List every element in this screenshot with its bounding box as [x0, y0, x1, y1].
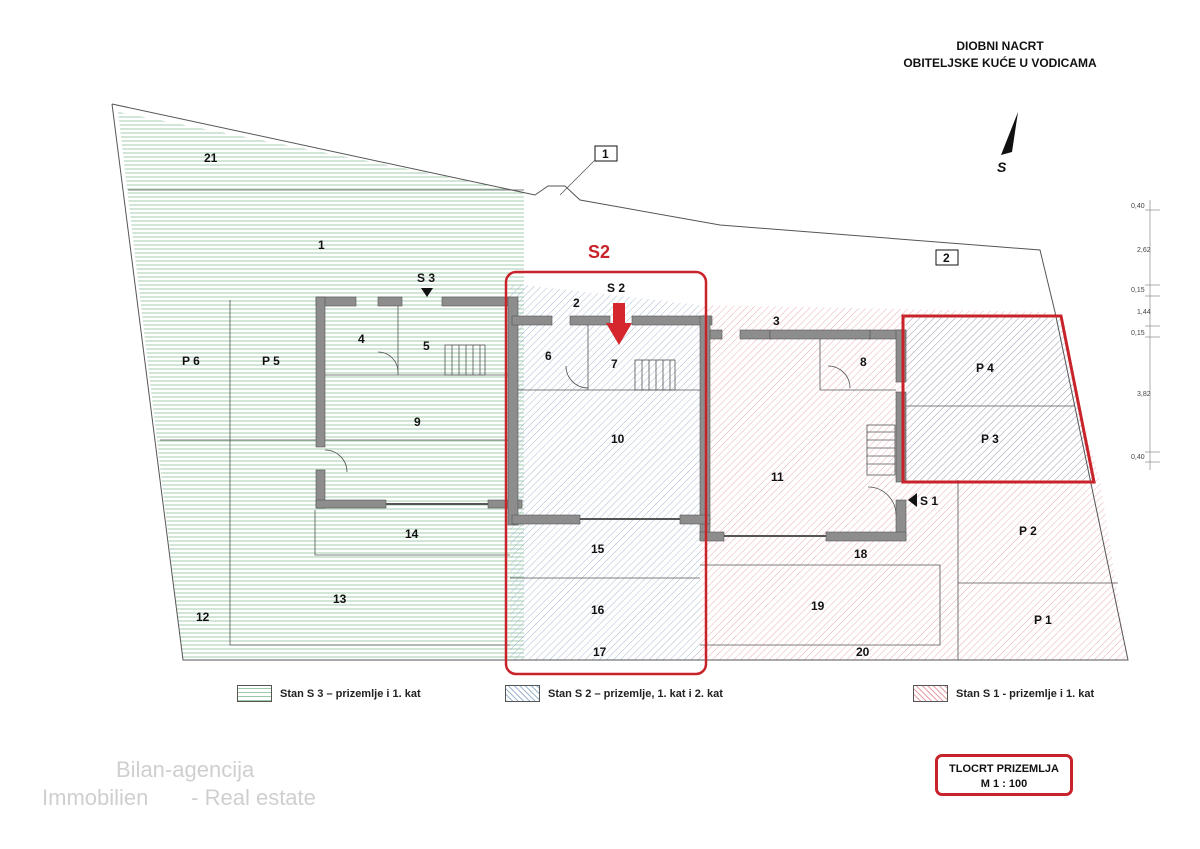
room-11: 11: [771, 470, 784, 484]
dim-2: 0,15: [1131, 287, 1145, 294]
room-1: 1: [318, 238, 325, 252]
watermark-line-2: Immobilien - Real estate: [42, 785, 316, 810]
room-4: 4: [358, 332, 365, 346]
scale-box: TLOCRT PRIZEMLJA M 1 : 100: [935, 754, 1073, 796]
room-14: 14: [405, 527, 419, 541]
p3-p4-highlight-frame: [901, 314, 1096, 484]
room-10: 10: [611, 432, 625, 446]
site-outline: [111, 103, 1129, 661]
room-16: 16: [591, 603, 605, 617]
room-18: 18: [854, 547, 868, 561]
room-21: 21: [204, 151, 218, 165]
watermark-line-1: Bilan-agencija: [116, 757, 255, 782]
scale-ratio: M 1 : 100: [980, 778, 1028, 790]
entrance-arrow-icon: [606, 303, 632, 345]
zone-s2: [510, 285, 700, 660]
legend-item-s1: Stan S 1 - prizemlje i 1. kat: [913, 685, 1094, 702]
room-3: 3: [773, 314, 780, 328]
room-6: 6: [545, 349, 552, 363]
room-9: 9: [414, 415, 421, 429]
room-20: 20: [856, 645, 870, 659]
title-line-1: DIOBNI NACRT: [956, 39, 1044, 53]
room-p3: P 3: [981, 432, 999, 446]
legend-label-s2: Stan S 2 – prizemlje, 1. kat i 2. kat: [548, 687, 723, 700]
drawing-title: DIOBNI NACRT OBITELJSKE KUĆE U VODICAMA: [850, 38, 1150, 72]
s2-highlight-frame: [504, 270, 708, 676]
marker-s1: S 1: [920, 494, 938, 508]
legend-label-s3: Stan S 3 – prizemlje i 1. kat: [280, 687, 421, 700]
unit-label-s2: S2: [588, 242, 610, 262]
room-15: 15: [591, 542, 605, 556]
marker-box-2: 2: [943, 251, 950, 265]
room-19: 19: [811, 599, 825, 613]
dim-0: 0,40: [1131, 203, 1145, 210]
scale-title: TLOCRT PRIZEMLJA: [949, 763, 1059, 775]
room-p1: P 1: [1034, 613, 1052, 627]
title-line-2: OBITELJSKE KUĆE U VODICAMA: [903, 56, 1097, 70]
dim-4: 0,15: [1131, 330, 1145, 337]
room-7: 7: [611, 357, 618, 371]
room-p4: P 4: [976, 361, 994, 375]
marker-box-1: 1: [602, 147, 609, 161]
legend-swatch-red: [913, 685, 948, 702]
dim-6: 0,40: [1131, 454, 1145, 461]
north-arrow-icon: [1001, 112, 1018, 155]
room-13: 13: [333, 592, 347, 606]
room-8: 8: [860, 355, 867, 369]
s3-entry-triangle-icon: [421, 288, 433, 297]
room-p5: P 5: [262, 354, 280, 368]
marker-s2: S 2: [607, 281, 625, 295]
s1-entry-triangle-icon: [908, 493, 917, 507]
legend-item-s3: Stan S 3 – prizemlje i 1. kat: [237, 685, 421, 702]
room-12: 12: [196, 610, 210, 624]
legend-label-s1: Stan S 1 - prizemlje i 1. kat: [956, 687, 1095, 700]
north-label: S: [997, 159, 1007, 175]
dim-1: 2,62: [1137, 247, 1151, 254]
interior-lines: [324, 306, 897, 537]
dimension-chain: [1145, 200, 1160, 470]
room-p6: P 6: [182, 354, 200, 368]
legend-swatch-green: [237, 685, 272, 702]
marker-s3: S 3: [417, 271, 435, 285]
dim-3: 1,44: [1137, 309, 1151, 316]
zone-p4-p3: [906, 318, 1092, 480]
room-17: 17: [593, 645, 607, 659]
room-5: 5: [423, 339, 430, 353]
room-p2: P 2: [1019, 524, 1037, 538]
legend-swatch-blue: [505, 685, 540, 702]
dim-5: 3,82: [1137, 391, 1151, 398]
legend-item-s2: Stan S 2 – prizemlje, 1. kat i 2. kat: [505, 685, 723, 702]
room-2: 2: [573, 296, 580, 310]
